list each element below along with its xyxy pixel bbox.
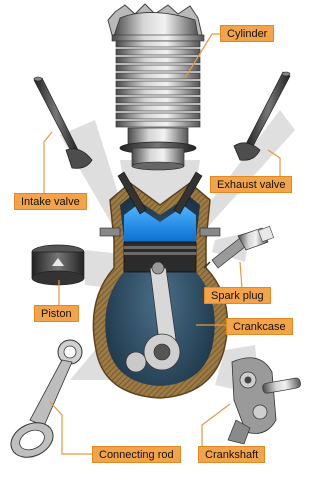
leader-intake-valve	[43, 131, 53, 194]
spark-plug-label: Spark plug	[204, 287, 271, 304]
cylinder-part	[107, 3, 205, 171]
leader-lines	[43, 33, 281, 455]
crankcase-label: Crankcase	[226, 318, 293, 335]
cylinder-label: Cylinder	[220, 25, 275, 42]
piston-part	[31, 244, 85, 286]
intake-valve-part	[33, 76, 93, 169]
connecting-rod-label: Connecting rod	[92, 446, 181, 463]
crankshaft-part	[227, 357, 301, 445]
leader-connecting-rod	[49, 401, 92, 455]
intake-valve-label: Intake valve	[14, 193, 87, 210]
leader-crankshaft	[201, 403, 231, 454]
crankshaft-label: Crankshaft	[198, 446, 266, 463]
piston-label: Piston	[34, 305, 79, 322]
exhaust-valve-part	[233, 71, 291, 161]
engine-cross-section	[92, 171, 229, 399]
leader-spark-plug	[239, 261, 256, 289]
leader-cylinder	[184, 33, 220, 79]
spark-plug-part	[203, 225, 275, 269]
connecting-rod-part	[10, 339, 83, 458]
leader-exhaust-valve	[267, 149, 281, 177]
exhaust-valve-label: Exhaust valve	[210, 176, 293, 193]
